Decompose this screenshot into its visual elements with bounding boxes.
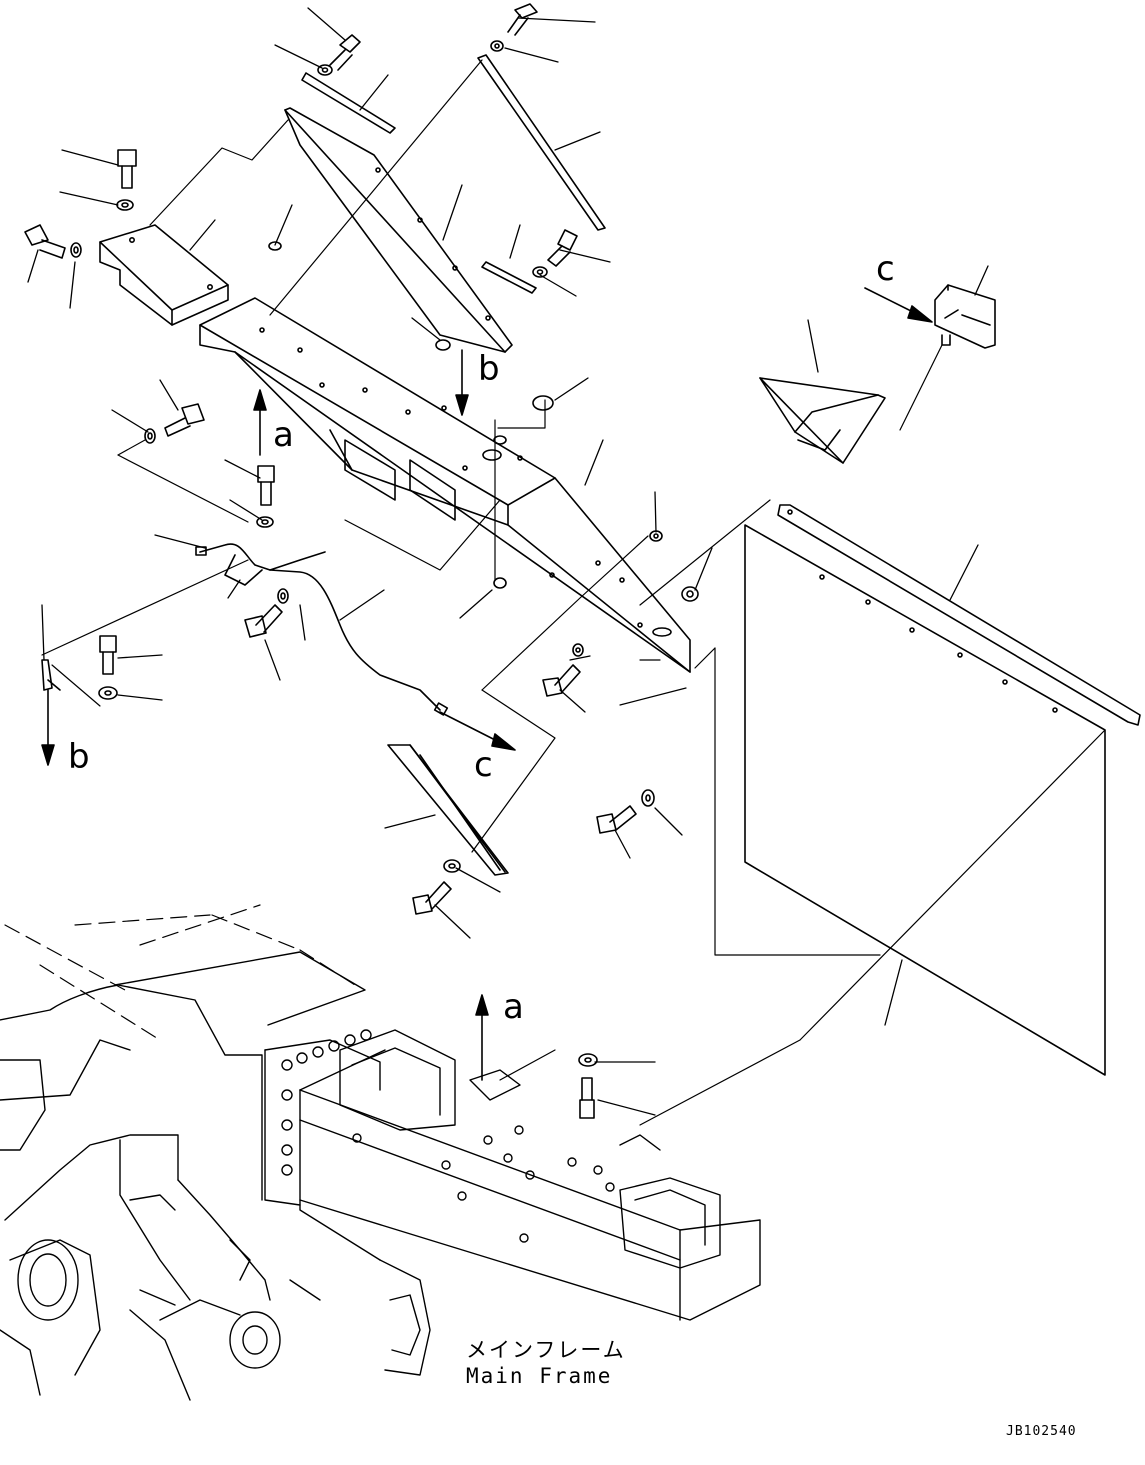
main-frame-illustration xyxy=(0,905,760,1400)
callout-c-lower: c xyxy=(474,745,493,785)
rubber-plugs xyxy=(269,242,553,588)
work-lamp xyxy=(935,285,995,348)
callout-a-lower: a xyxy=(503,987,524,1027)
callout-a-upper: a xyxy=(273,415,294,455)
diagonal-cover-plate xyxy=(285,108,512,352)
main-frame-caption-jp: メインフレーム xyxy=(466,1338,626,1362)
drawing-code: JB102540 xyxy=(1006,1424,1077,1439)
callout-b-lower: b xyxy=(68,737,90,777)
main-frame-caption-en: Main Frame xyxy=(466,1364,613,1388)
flap-stay xyxy=(778,505,1140,725)
washers xyxy=(71,41,698,1066)
callout-c-upper: c xyxy=(876,249,895,289)
bolts xyxy=(25,4,636,1118)
leader-lines xyxy=(28,8,988,1115)
callout-b-upper: b xyxy=(478,349,500,389)
connection-lines xyxy=(42,60,1105,1125)
wiring-harness xyxy=(42,544,447,715)
top-left-bracket xyxy=(100,225,228,325)
fender-stay-beam xyxy=(200,298,690,672)
lamp-guard xyxy=(760,378,885,463)
mud-flap xyxy=(745,525,1105,1075)
direction-arrows xyxy=(42,288,932,1080)
gasket-strips xyxy=(302,55,605,875)
